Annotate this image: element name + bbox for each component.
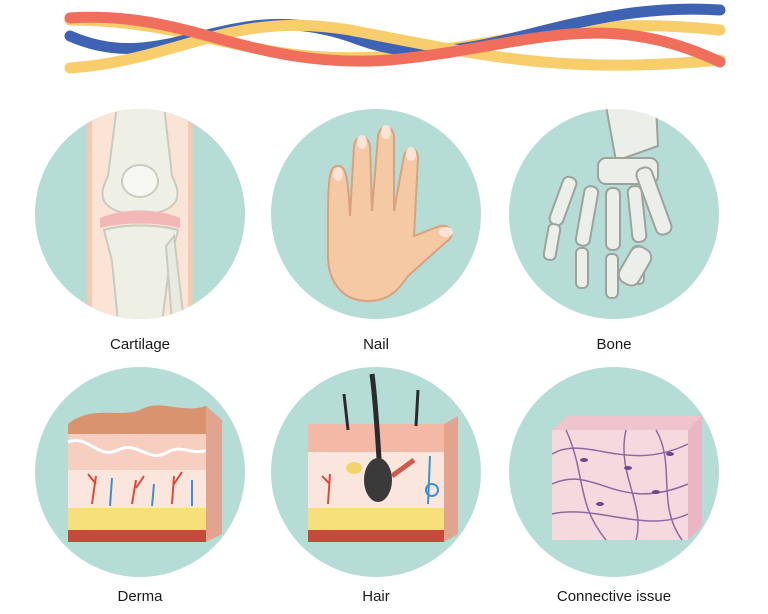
dna-strand-decoration [64, 3, 726, 74]
skin-layers-icon [35, 367, 245, 577]
panel-label-hair: Hair [362, 588, 390, 605]
hair-follicle-icon [271, 367, 481, 577]
panel-label-derma: Derma [117, 588, 163, 605]
panel-nail: Nail [268, 106, 484, 353]
panel-bone: Bone [506, 106, 722, 353]
panel-derma: Derma [32, 364, 248, 605]
panel-label-cartilage: Cartilage [109, 336, 171, 353]
hand-icon [271, 109, 481, 319]
panel-connective-tissue: Connective issue [506, 364, 722, 605]
connective-tissue-cube-icon [509, 367, 719, 577]
panel-cartilage: Cartilage [32, 106, 248, 353]
panel-label-connective-tissue: Connective issue [556, 588, 672, 605]
knee-joint-icon [35, 109, 245, 319]
panel-hair: Hair [268, 364, 484, 605]
skeletal-hand-icon [509, 109, 719, 319]
panel-label-bone: Bone [596, 336, 632, 353]
panel-label-nail: Nail [363, 336, 389, 353]
